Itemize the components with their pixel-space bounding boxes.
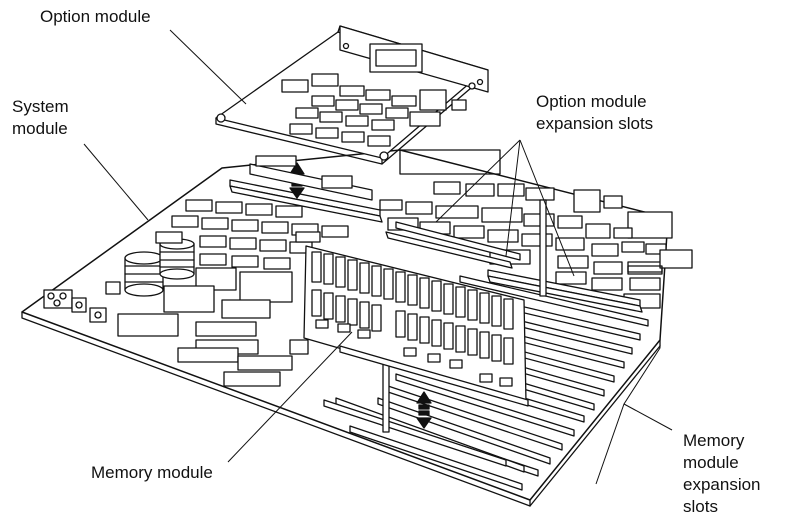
leader-memory-slots: [623, 403, 673, 431]
memory-module-board: [303, 245, 529, 407]
label-option-module-text: Option module: [40, 7, 151, 26]
label-memory-slots-line4: slots: [683, 497, 718, 516]
label-option-module-expansion-slots: Option module expansion slots: [536, 91, 653, 135]
label-option-slots-line1: Option module: [536, 92, 647, 111]
label-system-module-line2: module: [12, 119, 68, 138]
memory-slots-bracket: [595, 340, 661, 485]
leader-option-slot-2: [505, 139, 521, 257]
label-option-module: Option module: [40, 6, 151, 28]
system-chips: [105, 199, 349, 387]
label-memory-module-expansion-slots: Memory module expansion slots: [683, 430, 761, 518]
option-module-board: [215, 25, 489, 165]
guide-posts: [382, 199, 547, 433]
leader-option-module: [169, 29, 247, 105]
front-connectors: [43, 289, 107, 323]
leader-system-module: [83, 143, 149, 221]
leader-lines: [83, 29, 673, 485]
label-memory-slots-line1: Memory: [683, 431, 745, 450]
memory-insert-arrow: [416, 391, 432, 429]
label-option-slots-line2: expansion slots: [536, 114, 654, 133]
leader-option-slot-3: [519, 139, 575, 277]
option-module-slots: [229, 179, 643, 313]
label-system-module: System module: [12, 96, 69, 140]
leader-option-slot-1: [435, 139, 521, 223]
label-memory-module-text: Memory module: [91, 463, 213, 482]
label-memory-slots-line3: expansion: [683, 475, 761, 494]
label-memory-slots-line2: module: [683, 453, 739, 472]
label-memory-module: Memory module: [91, 462, 213, 484]
leader-memory-module: [227, 331, 353, 463]
label-system-module-line1: System: [12, 97, 69, 116]
